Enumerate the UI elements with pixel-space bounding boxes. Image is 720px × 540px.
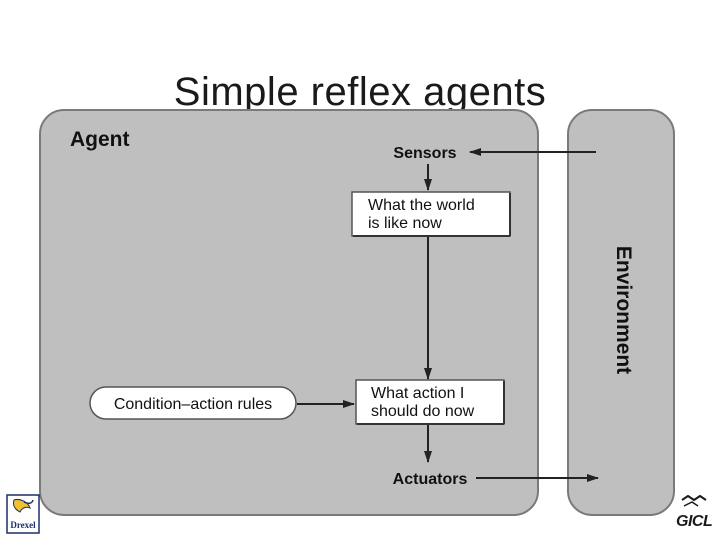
rules-pill [89,386,297,420]
drexel-logo-text: Drexel [10,520,36,530]
agent-label: Agent [70,128,130,151]
gicl-logo [681,494,707,507]
environment-panel [567,109,675,516]
rules-label: Condition–action rules [114,396,272,413]
sensors-label: Sensors [393,145,456,162]
agent-panel [39,109,539,516]
drexel-logo [6,494,40,534]
environment-label: Environment [612,246,635,374]
gicl-logo-text: GICL [676,513,713,530]
action-box-line1: What action I [371,385,464,402]
slide-title: Simple reflex agents [173,70,547,114]
actuators-label: Actuators [393,471,468,488]
action-box-line2: should do now [371,403,475,420]
world-state-box [351,191,511,237]
world-box-line1: What the world [368,197,475,214]
world-box-line2: is like now [368,215,442,232]
